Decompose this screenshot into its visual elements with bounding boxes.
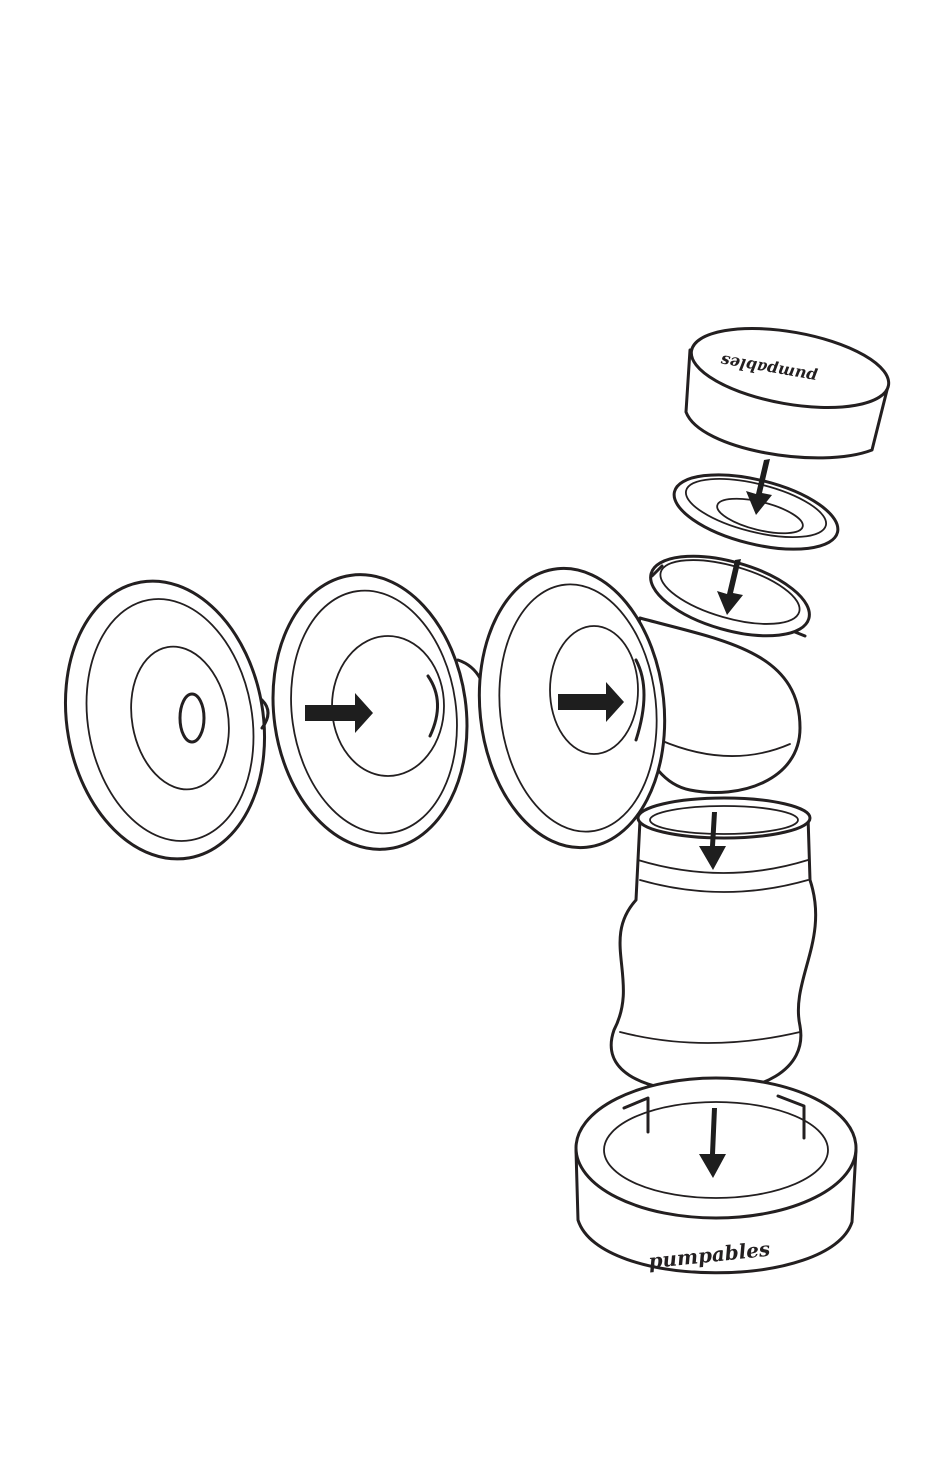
breast-shield-large bbox=[44, 565, 286, 875]
bottle-stand: pumpables bbox=[576, 1078, 856, 1273]
cap: pumpables bbox=[685, 315, 894, 458]
